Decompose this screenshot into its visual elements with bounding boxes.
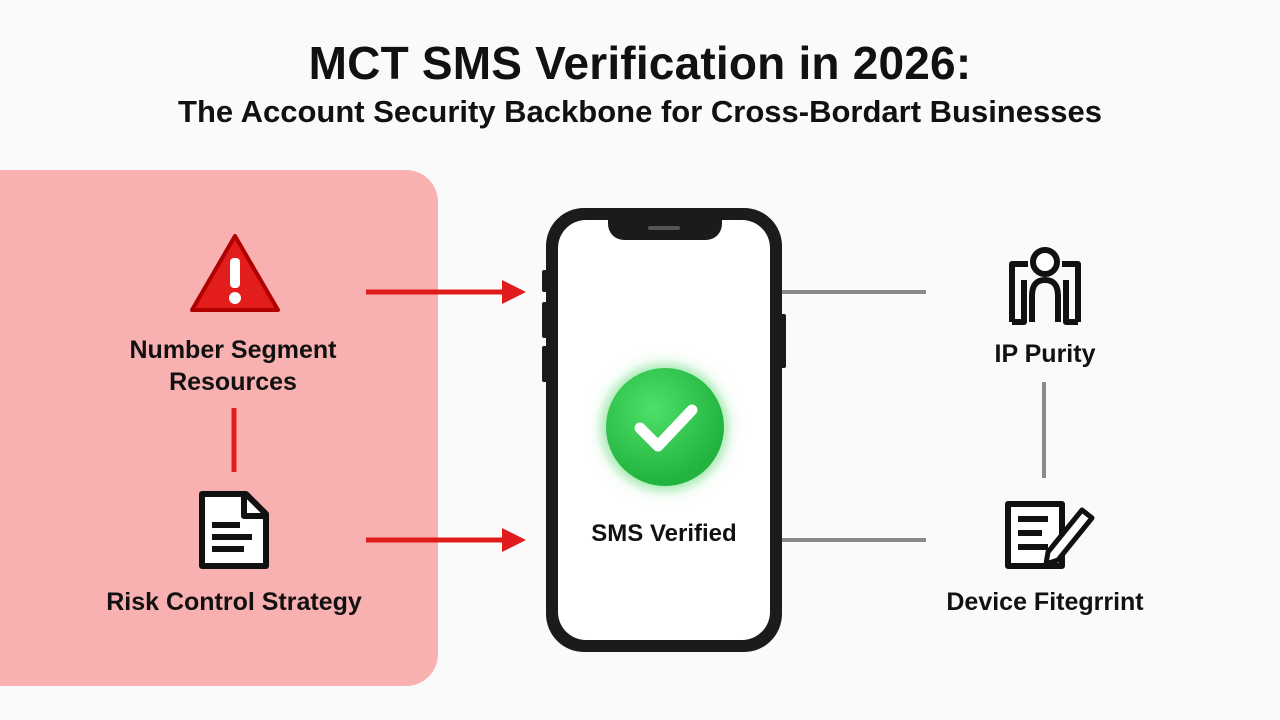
phone-side-button xyxy=(542,302,548,338)
page-subtitle: The Account Security Backbone for Cross-… xyxy=(178,94,1102,129)
phone-speaker xyxy=(648,226,680,230)
arrow-head-bottom xyxy=(502,528,526,552)
checkmark-icon xyxy=(634,404,698,452)
risk-panel xyxy=(0,170,438,686)
edit-document-icon xyxy=(1005,501,1095,569)
risk-control-label: Risk Control Strategy xyxy=(106,588,362,616)
document-icon xyxy=(199,491,269,569)
device-fingerprint-label: Device Fitegrrint xyxy=(946,588,1144,616)
arrow-head-top xyxy=(502,280,526,304)
sms-verified-label: SMS Verified xyxy=(591,520,737,547)
phone-side-button xyxy=(542,270,548,292)
ip-purity-label: IP Purity xyxy=(994,340,1096,368)
warning-icon xyxy=(190,234,280,312)
phone-power-button xyxy=(780,314,786,368)
page-title: MCT SMS Verification in 2026: xyxy=(308,37,972,89)
phone-side-button xyxy=(542,346,548,382)
check-circle xyxy=(606,368,724,486)
number-segment-label: Number Segment Resources xyxy=(129,336,337,396)
user-building-icon xyxy=(1009,247,1081,325)
